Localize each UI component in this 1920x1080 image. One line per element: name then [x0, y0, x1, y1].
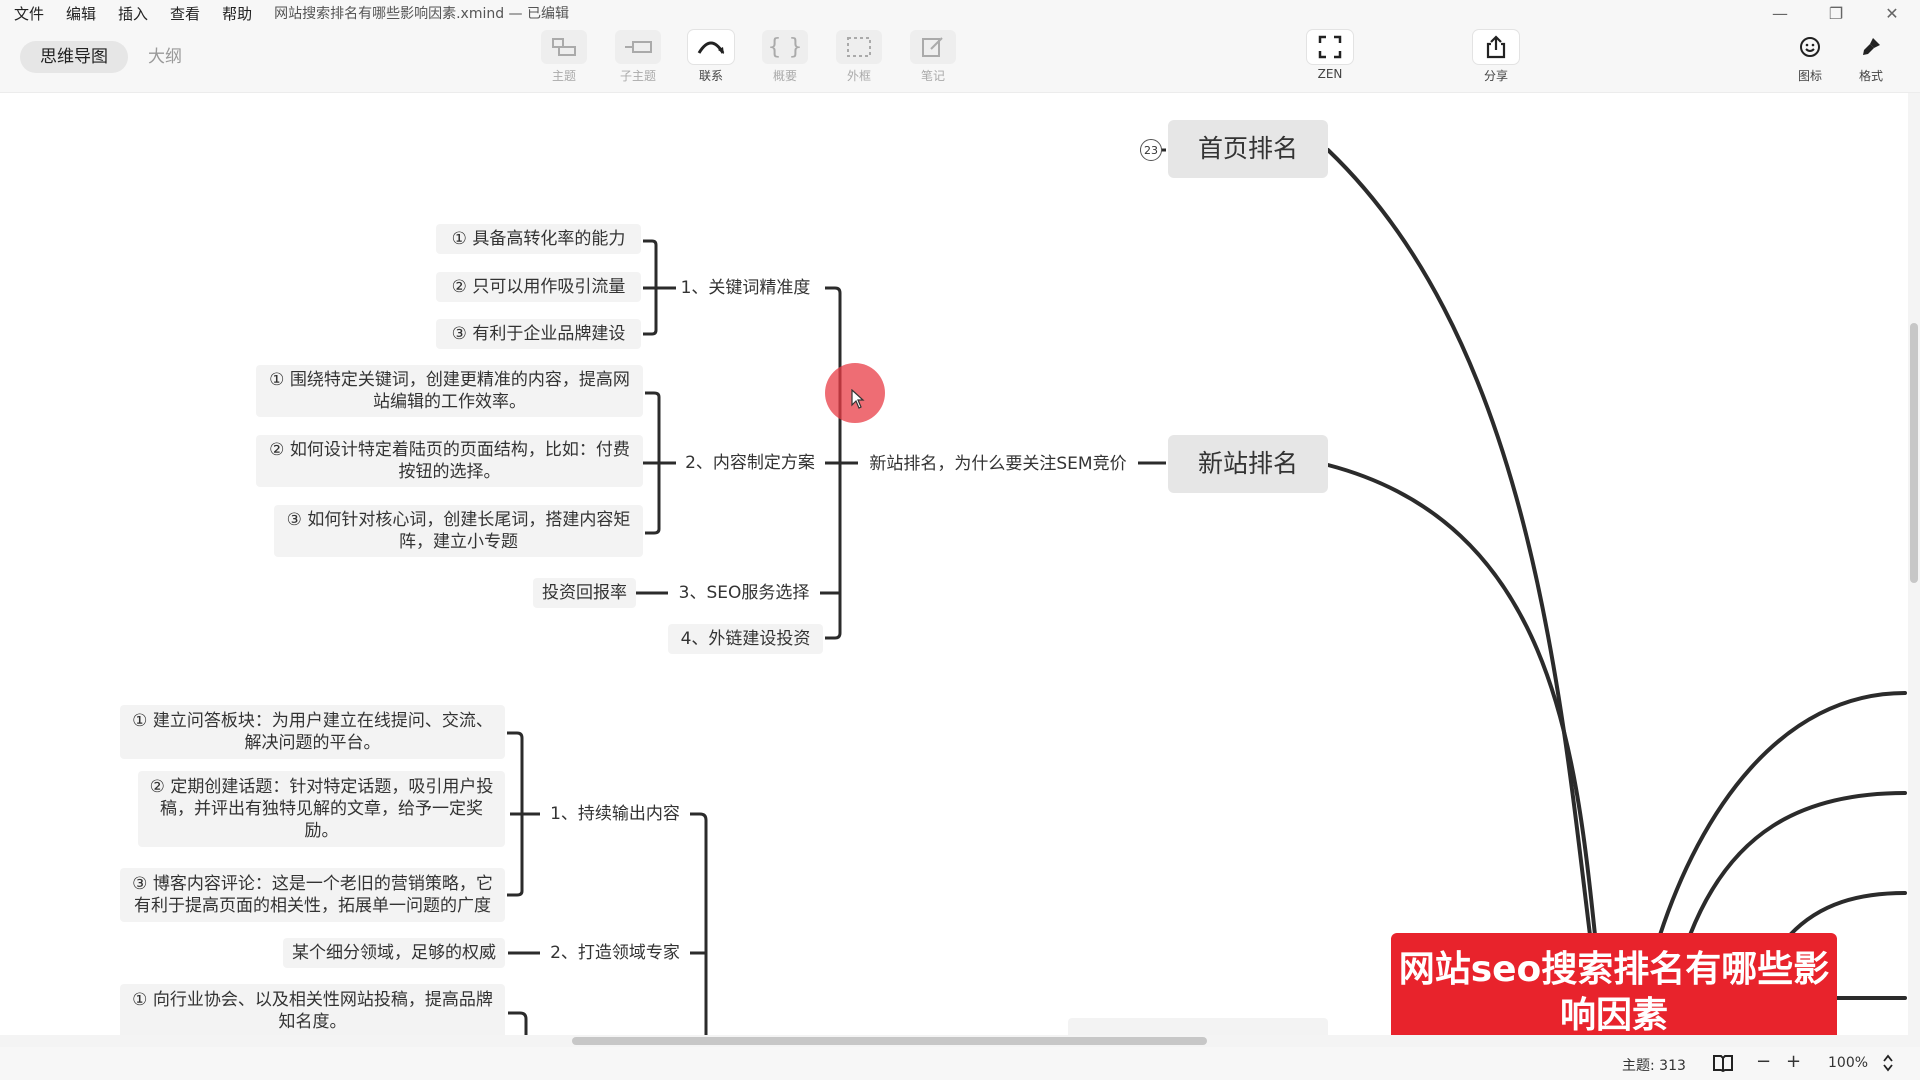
subtopic-item[interactable]: 某个细分领域，足够的权威 — [283, 938, 505, 968]
share-label: 分享 — [1483, 69, 1508, 83]
summary-tool[interactable]: { } 概要 — [755, 30, 815, 88]
connector-root-right3 — [1788, 891, 1907, 937]
close-button[interactable]: ✕ — [1885, 3, 1899, 23]
tab-outline[interactable]: 大纲 — [148, 47, 182, 67]
topic-backlink-investment[interactable]: 4、外链建设投资 — [668, 624, 823, 654]
collapsed-count-badge[interactable]: 23 — [1140, 139, 1162, 161]
subtopic-item[interactable]: ③ 博客内容评论：这是一个老旧的营销策略，它有利于提高页面的相关性，拓展单一问题… — [120, 868, 505, 922]
note-tool[interactable]: 笔记 — [903, 30, 963, 88]
boundary-icon — [836, 30, 882, 64]
summary-label: 概要 — [772, 69, 797, 83]
connector-root-right2 — [1688, 791, 1907, 937]
subtopic-label: 子主题 — [619, 69, 656, 83]
connector-root-home — [1326, 148, 1592, 937]
share-tool[interactable]: 分享 — [1466, 30, 1526, 88]
zoom-in-button[interactable]: + — [1786, 1051, 1802, 1072]
connector-root-newsite — [1326, 463, 1597, 937]
toolbar: 思维导图 大纲 主题 子主题 联系 { } 概要 外框 笔记 — [0, 26, 1920, 93]
maximize-button[interactable]: ❐ — [1828, 3, 1844, 23]
note-label: 笔记 — [920, 69, 945, 83]
vertical-scrollbar[interactable] — [1908, 93, 1920, 1035]
zoom-out-button[interactable]: − — [1756, 1051, 1772, 1072]
fullscreen-icon — [1307, 30, 1353, 64]
title-bar: 文件 编辑 插入 查看 帮助 网站搜索排名有哪些影响因素.xmind — 已编辑… — [0, 0, 1920, 26]
zoom-level[interactable]: 100% — [1828, 1055, 1869, 1071]
format-label: 格式 — [1858, 69, 1883, 83]
menu-edit[interactable]: 编辑 — [66, 4, 97, 23]
topic-count: 主题: 313 — [1622, 1058, 1686, 1074]
book-icon[interactable] — [1712, 1054, 1734, 1072]
minimize-button[interactable]: — — [1772, 3, 1788, 23]
relation-label: 联系 — [698, 69, 723, 83]
zen-label: ZEN — [1317, 67, 1343, 81]
partial-topic[interactable] — [1068, 1018, 1328, 1035]
share-icon — [1473, 30, 1519, 64]
topic-continuous-content[interactable]: 1、持续输出内容 — [550, 804, 680, 824]
subtopic-item[interactable]: ② 如何设计特定着陆页的页面结构，比如：付费按钮的选择。 — [256, 435, 643, 487]
icon-panel-tool[interactable]: 图标 — [1780, 30, 1840, 88]
mindmap-canvas[interactable]: 23 首页排名 新站排名 新站排名，为什么要关注SEM竞价 1、关键词精准度 ①… — [0, 93, 1920, 1035]
menu-file[interactable]: 文件 — [14, 4, 45, 23]
document-title: 网站搜索排名有哪些影响因素.xmind — 已编辑 — [274, 6, 569, 22]
relation-tool[interactable]: 联系 — [681, 30, 741, 88]
topic-seo-service[interactable]: 3、SEO服务选择 — [678, 583, 810, 603]
window-controls: — ❐ ✕ — [1752, 0, 1920, 26]
format-tool[interactable]: 格式 — [1841, 30, 1901, 88]
connector-root-right1 — [1658, 691, 1907, 937]
boundary-label: 外框 — [846, 69, 871, 83]
icon-panel-label: 图标 — [1797, 69, 1822, 83]
topic-sem[interactable]: 新站排名，为什么要关注SEM竞价 — [869, 454, 1127, 474]
subtopic-item[interactable]: ① 建立问答板块：为用户建立在线提问、交流、解决问题的平台。 — [120, 705, 505, 759]
topic-keyword-accuracy[interactable]: 1、关键词精准度 — [680, 278, 811, 298]
subtopic-item[interactable]: ② 定期创建话题：针对特定话题，吸引用户投稿，并评出有独特见解的文章，给予一定奖… — [138, 771, 505, 847]
menu-help[interactable]: 帮助 — [222, 4, 253, 23]
menu-view[interactable]: 查看 — [170, 4, 201, 23]
note-icon — [910, 30, 956, 64]
relation-icon — [688, 30, 734, 64]
topic-domain-expert[interactable]: 2、打造领域专家 — [550, 943, 680, 963]
topic-new-site-ranking[interactable]: 新站排名 — [1168, 435, 1328, 493]
subtopic-item[interactable]: ① 围绕特定关键词，创建更精准的内容，提高网站编辑的工作效率。 — [256, 365, 643, 417]
subtopic-item[interactable]: ② 只可以用作吸引流量 — [436, 272, 641, 302]
zoom-stepper-icon[interactable] — [1882, 1053, 1894, 1073]
subtopic-item[interactable]: ① 具备高转化率的能力 — [436, 224, 641, 254]
connector-lines — [507, 148, 1907, 1035]
brush-icon — [1848, 30, 1894, 64]
status-bar: 主题: 313 − + 100% — [0, 1047, 1920, 1080]
braces-icon: { } — [762, 30, 808, 64]
topic-content-plan[interactable]: 2、内容制定方案 — [685, 453, 815, 473]
horizontal-scroll-thumb[interactable] — [572, 1037, 1207, 1045]
smiley-icon — [1787, 30, 1833, 64]
topic-icon — [541, 30, 587, 64]
boundary-tool[interactable]: 外框 — [829, 30, 889, 88]
menu-insert[interactable]: 插入 — [118, 4, 149, 23]
subtopic-item[interactable]: ③ 有利于企业品牌建设 — [436, 319, 641, 349]
horizontal-scrollbar[interactable] — [0, 1035, 1920, 1047]
tab-mindmap[interactable]: 思维导图 — [20, 41, 128, 73]
topic-tool[interactable]: 主题 — [534, 30, 594, 88]
topic-home-ranking[interactable]: 首页排名 — [1168, 120, 1328, 178]
mouse-pointer-icon — [851, 389, 865, 409]
vertical-scroll-thumb[interactable] — [1910, 323, 1918, 583]
zen-tool[interactable]: ZEN — [1300, 30, 1360, 88]
subtopic-icon — [615, 30, 661, 64]
subtopic-tool[interactable]: 子主题 — [608, 30, 668, 88]
root-topic[interactable]: 网站seo搜索排名有哪些影响因素 — [1391, 933, 1837, 1035]
subtopic-item[interactable]: 投资回报率 — [533, 578, 636, 608]
topic-label: 主题 — [551, 69, 576, 83]
subtopic-item[interactable]: ③ 如何针对核心词，创建长尾词，搭建内容矩阵，建立小专题 — [274, 505, 643, 557]
subtopic-item[interactable]: ① 向行业协会、以及相关性网站投稿，提高品牌知名度。 — [120, 984, 505, 1035]
